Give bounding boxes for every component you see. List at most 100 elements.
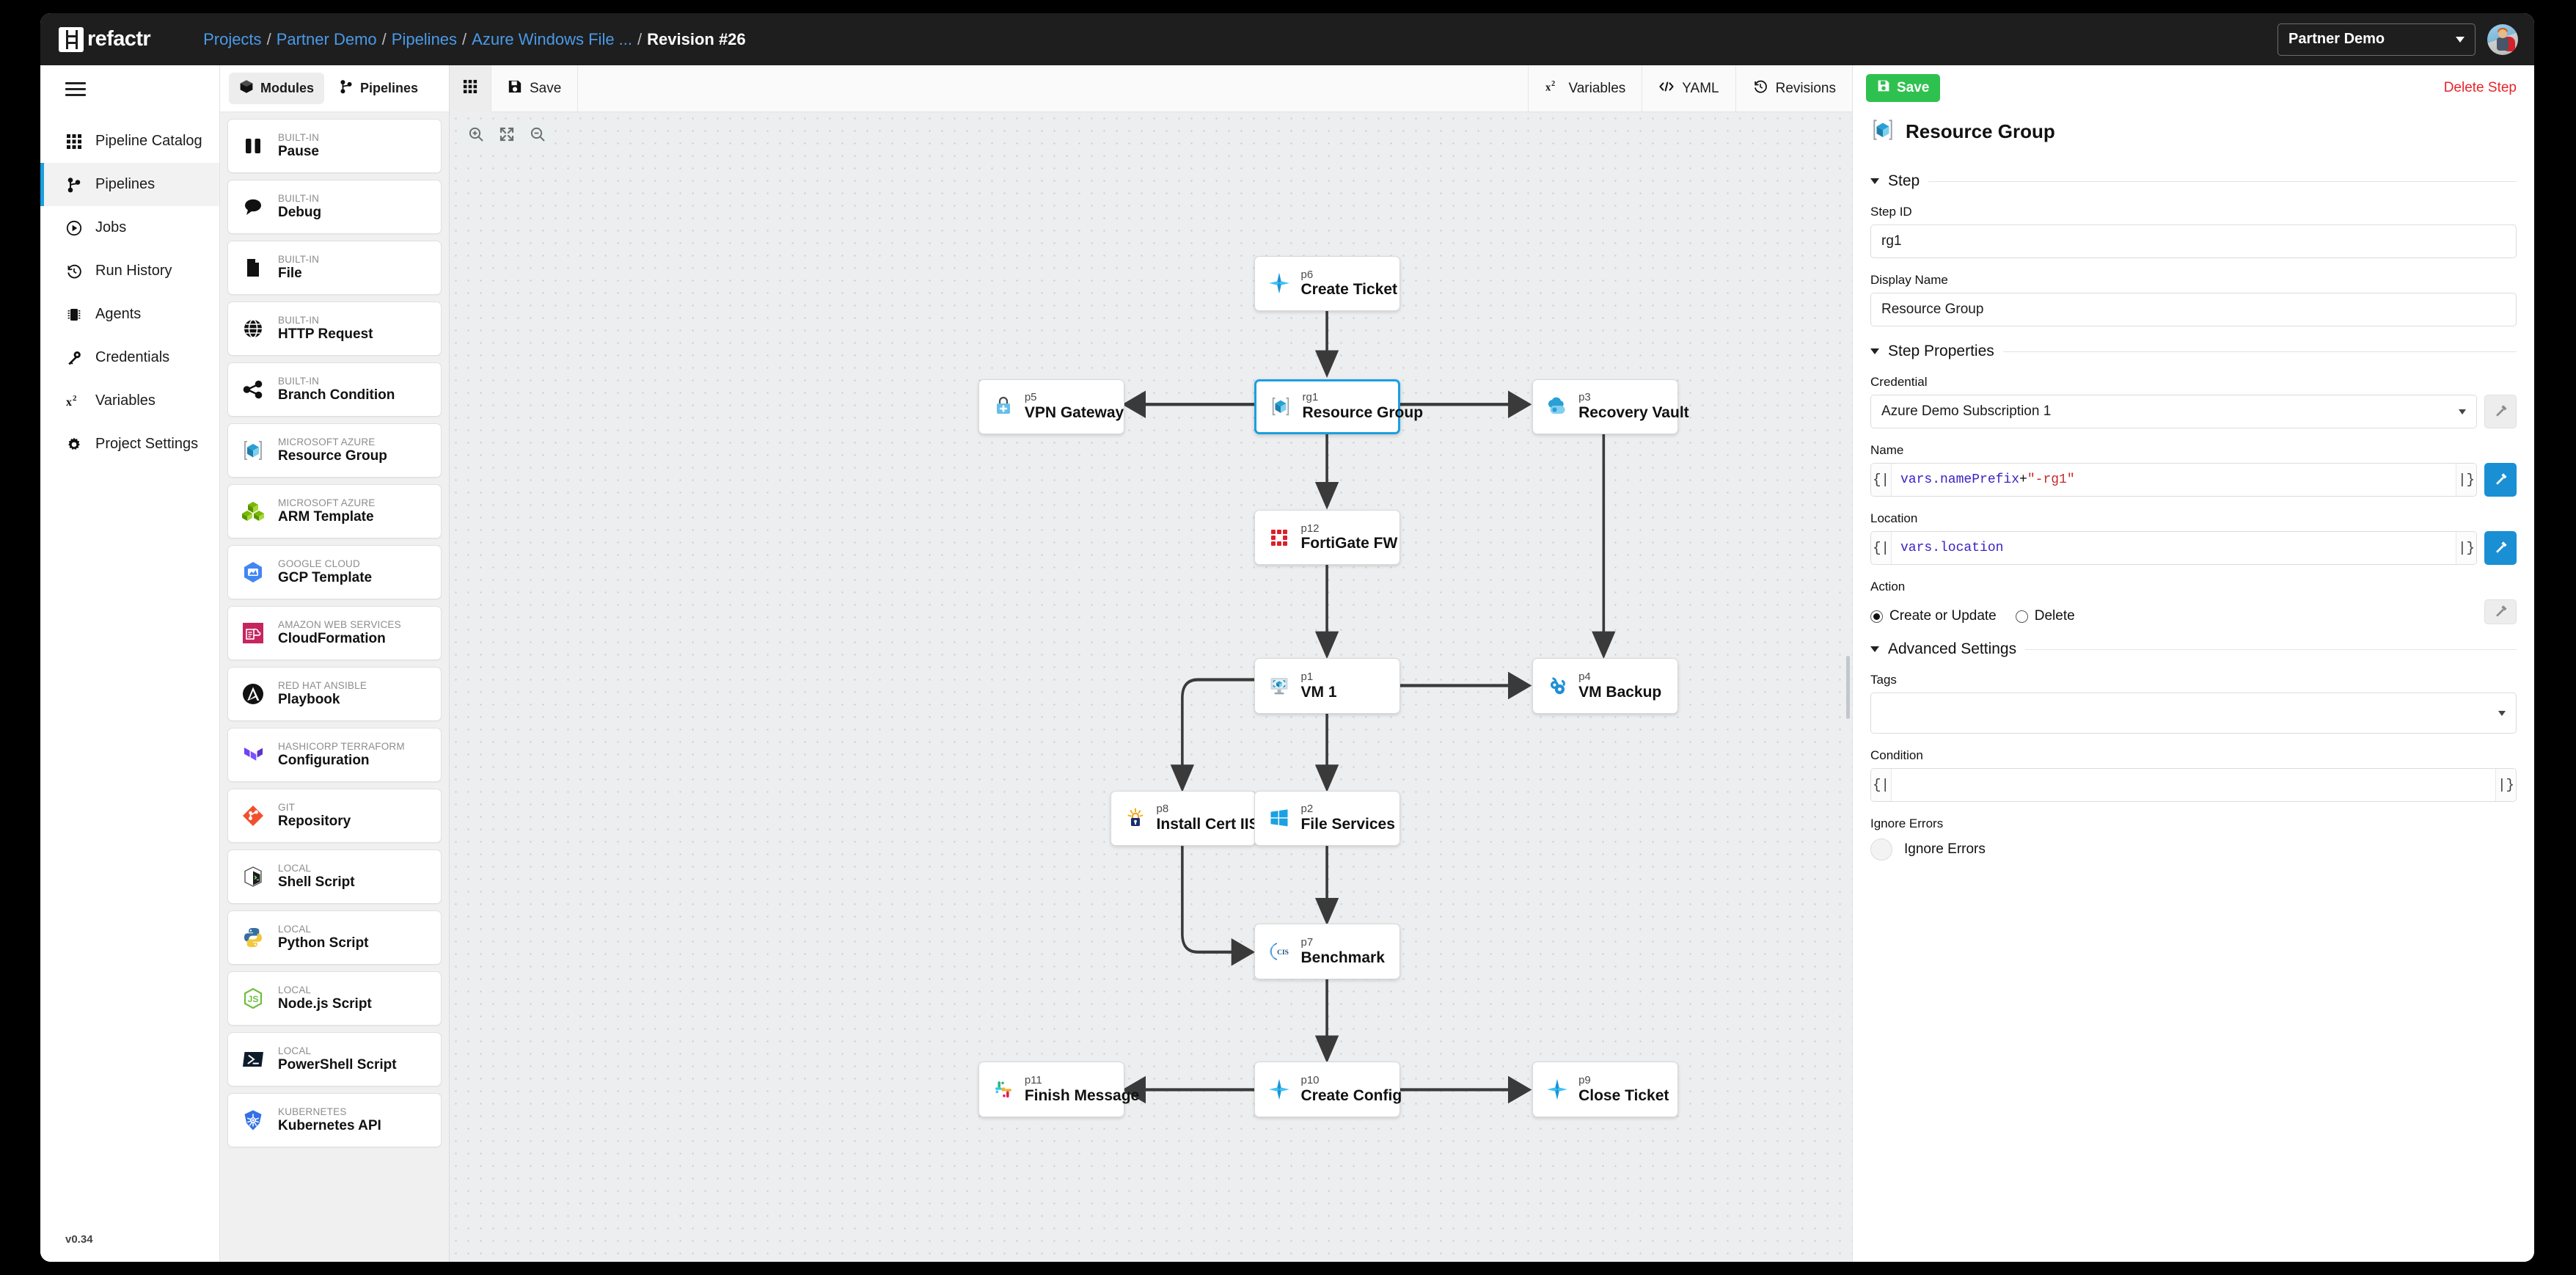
module-card[interactable]: BUILT-IN Pause (227, 119, 442, 173)
sidebar-item-agents[interactable]: Agents (40, 293, 219, 336)
nav-list: Pipeline Catalog Pipelines Jo (40, 112, 219, 1233)
divider (2025, 649, 2517, 650)
breadcrumb-item-pipelines[interactable]: Pipelines (391, 29, 458, 48)
module-card[interactable]: LOCAL PowerShell Script (227, 1032, 442, 1086)
delete-step-link[interactable]: Delete Step (2443, 80, 2517, 95)
tab-modules[interactable]: Modules (229, 73, 325, 104)
sidebar-item-pipelines[interactable]: Pipelines (40, 163, 219, 206)
sidebar-label: Run History (95, 263, 172, 279)
yaml-button[interactable]: YAML (1642, 65, 1735, 112)
action-wand-button[interactable] (2484, 599, 2517, 624)
module-card[interactable]: GIT Repository (227, 789, 442, 843)
module-name: Branch Condition (278, 387, 395, 403)
grid-icon (65, 133, 83, 150)
module-card[interactable]: BUILT-IN Debug (227, 180, 442, 234)
module-card[interactable]: BUILT-IN HTTP Request (227, 302, 442, 356)
pipeline-node-p7[interactable]: CIS p7 Benchmark (1254, 924, 1401, 979)
project-selector-value: Partner Demo (2288, 31, 2385, 47)
save-button[interactable]: Save (491, 65, 579, 112)
module-card[interactable]: RED HAT ANSIBLE Playbook (227, 667, 442, 721)
module-card[interactable]: BUILT-IN Branch Condition (227, 362, 442, 417)
pipeline-node-p11[interactable]: p11 Finish Message (978, 1062, 1139, 1117)
module-card[interactable]: MICROSOFT AZURE Resource Group (227, 423, 442, 478)
credential-wand-button[interactable] (2484, 395, 2517, 428)
pipeline-node-p9[interactable]: p9 Close Ticket (1532, 1062, 1678, 1117)
pipeline-node-p12[interactable]: p12 FortiGate FW (1254, 510, 1401, 566)
sidebar-item-project-settings[interactable]: Project Settings (40, 423, 219, 466)
module-card[interactable]: AMAZON WEB SERVICES CloudFormation (227, 606, 442, 660)
display-name-input[interactable]: Resource Group (1870, 293, 2517, 326)
sidebar-item-credentials[interactable]: Credentials (40, 336, 219, 379)
pipeline-node-p8[interactable]: p8 Install Cert IIS (1110, 790, 1259, 846)
code-brackets-icon (1658, 79, 1675, 98)
location-wand-button[interactable] (2484, 531, 2517, 565)
svg-text:x: x (66, 396, 72, 409)
radio-create-or-update[interactable]: Create or Update (1870, 608, 1997, 624)
section-step-properties[interactable]: Step Properties (1870, 343, 2517, 360)
tags-select[interactable] (1870, 693, 2517, 734)
radio-delete[interactable]: Delete (2015, 608, 2075, 624)
module-card[interactable]: MICROSOFT AZURE ARM Template (227, 484, 442, 538)
project-selector[interactable]: Partner Demo (2277, 23, 2476, 56)
modules-list[interactable]: BUILT-IN Pause BUILT-IN Debug (220, 112, 449, 1262)
module-card[interactable]: JS LOCAL Node.js Script (227, 971, 442, 1026)
sidebar-item-pipeline-catalog[interactable]: Pipeline Catalog (40, 120, 219, 163)
fit-screen-icon[interactable] (498, 125, 516, 143)
pipeline-node-p1[interactable]: p1 VM 1 (1254, 658, 1401, 714)
module-card[interactable]: GOOGLE CLOUD GCP Template (227, 545, 442, 599)
panel-save-button[interactable]: Save (1866, 74, 1941, 102)
speech-bubble-icon (238, 192, 268, 222)
revisions-button[interactable]: Revisions (1735, 65, 1852, 112)
pipeline-node-p6[interactable]: p6 Create Ticket (1254, 255, 1401, 312)
app-header: refactr Projects / Partner Demo / Pipeli… (40, 13, 2534, 65)
breadcrumb-item-partner-demo[interactable]: Partner Demo (276, 29, 377, 48)
gear-icon (65, 436, 83, 453)
zoom-in-icon[interactable] (467, 125, 485, 143)
fortigate-icon (1267, 525, 1292, 550)
pipeline-canvas[interactable]: p6 Create Ticket p5 (450, 112, 1852, 1262)
section-step[interactable]: Step (1870, 172, 2517, 190)
powershell-icon (238, 1045, 268, 1074)
module-category: RED HAT ANSIBLE (278, 680, 367, 692)
ignore-errors-toggle[interactable] (1870, 839, 1892, 861)
tab-pipelines[interactable]: Pipelines (329, 73, 428, 104)
step-id-input[interactable]: rg1 (1870, 224, 2517, 258)
name-expression-input[interactable]: {| vars.namePrefix + "-rg1" |} (1870, 463, 2477, 497)
pipeline-node-p3[interactable]: p3 Recovery Vault (1532, 379, 1689, 434)
module-card[interactable]: BUILT-IN File (227, 241, 442, 295)
module-card[interactable]: HASHICORP TERRAFORM Configuration (227, 728, 442, 782)
sidebar-item-jobs[interactable]: Jobs (40, 206, 219, 249)
module-card[interactable]: LOCAL Shell Script (227, 850, 442, 904)
breadcrumb-item-pipeline[interactable]: Azure Windows File ... (472, 29, 633, 48)
breadcrumb-item-projects[interactable]: Projects (203, 29, 262, 48)
module-card[interactable]: LOCAL Python Script (227, 910, 442, 965)
zoom-out-icon[interactable] (529, 125, 546, 143)
field-location: Location {| vars.location |} (1870, 511, 2517, 565)
avatar[interactable] (2487, 23, 2518, 55)
svg-text:2: 2 (73, 394, 77, 403)
canvas-scrollbar[interactable] (1846, 655, 1850, 719)
location-expression-input[interactable]: {| vars.location |} (1870, 531, 2477, 565)
brand-logo[interactable]: refactr (59, 26, 151, 52)
pipeline-node-rg1[interactable]: rg1 Resource Group (1254, 379, 1423, 434)
condition-expression-input[interactable]: {| |} (1870, 768, 2517, 802)
pipeline-node-p5[interactable]: p5 VPN Gateway (978, 379, 1124, 434)
credential-select[interactable]: Azure Demo Subscription 1 (1870, 395, 2477, 428)
field-credential: Credential Azure Demo Subscription 1 (1870, 375, 2517, 428)
name-wand-button[interactable] (2484, 463, 2517, 497)
module-name: Python Script (278, 935, 369, 951)
module-card[interactable]: KUBERNETES Kubernetes API (227, 1093, 442, 1147)
pipeline-node-p2[interactable]: p2 File Services (1254, 790, 1401, 846)
grid-toggle-button[interactable] (450, 65, 491, 112)
module-name: Kubernetes API (278, 1117, 381, 1133)
node-label: Close Ticket (1578, 1086, 1669, 1104)
pipeline-node-p4[interactable]: p4 VM Backup (1532, 658, 1678, 714)
pipeline-node-p10[interactable]: p10 Create Config (1254, 1062, 1402, 1117)
sidebar-item-run-history[interactable]: Run History (40, 249, 219, 293)
hamburger-button[interactable] (40, 65, 219, 112)
location-label: Location (1870, 511, 1918, 525)
name-expression-code: vars.namePrefix + "-rg1" (1892, 464, 2456, 496)
section-advanced-settings[interactable]: Advanced Settings (1870, 640, 2517, 658)
